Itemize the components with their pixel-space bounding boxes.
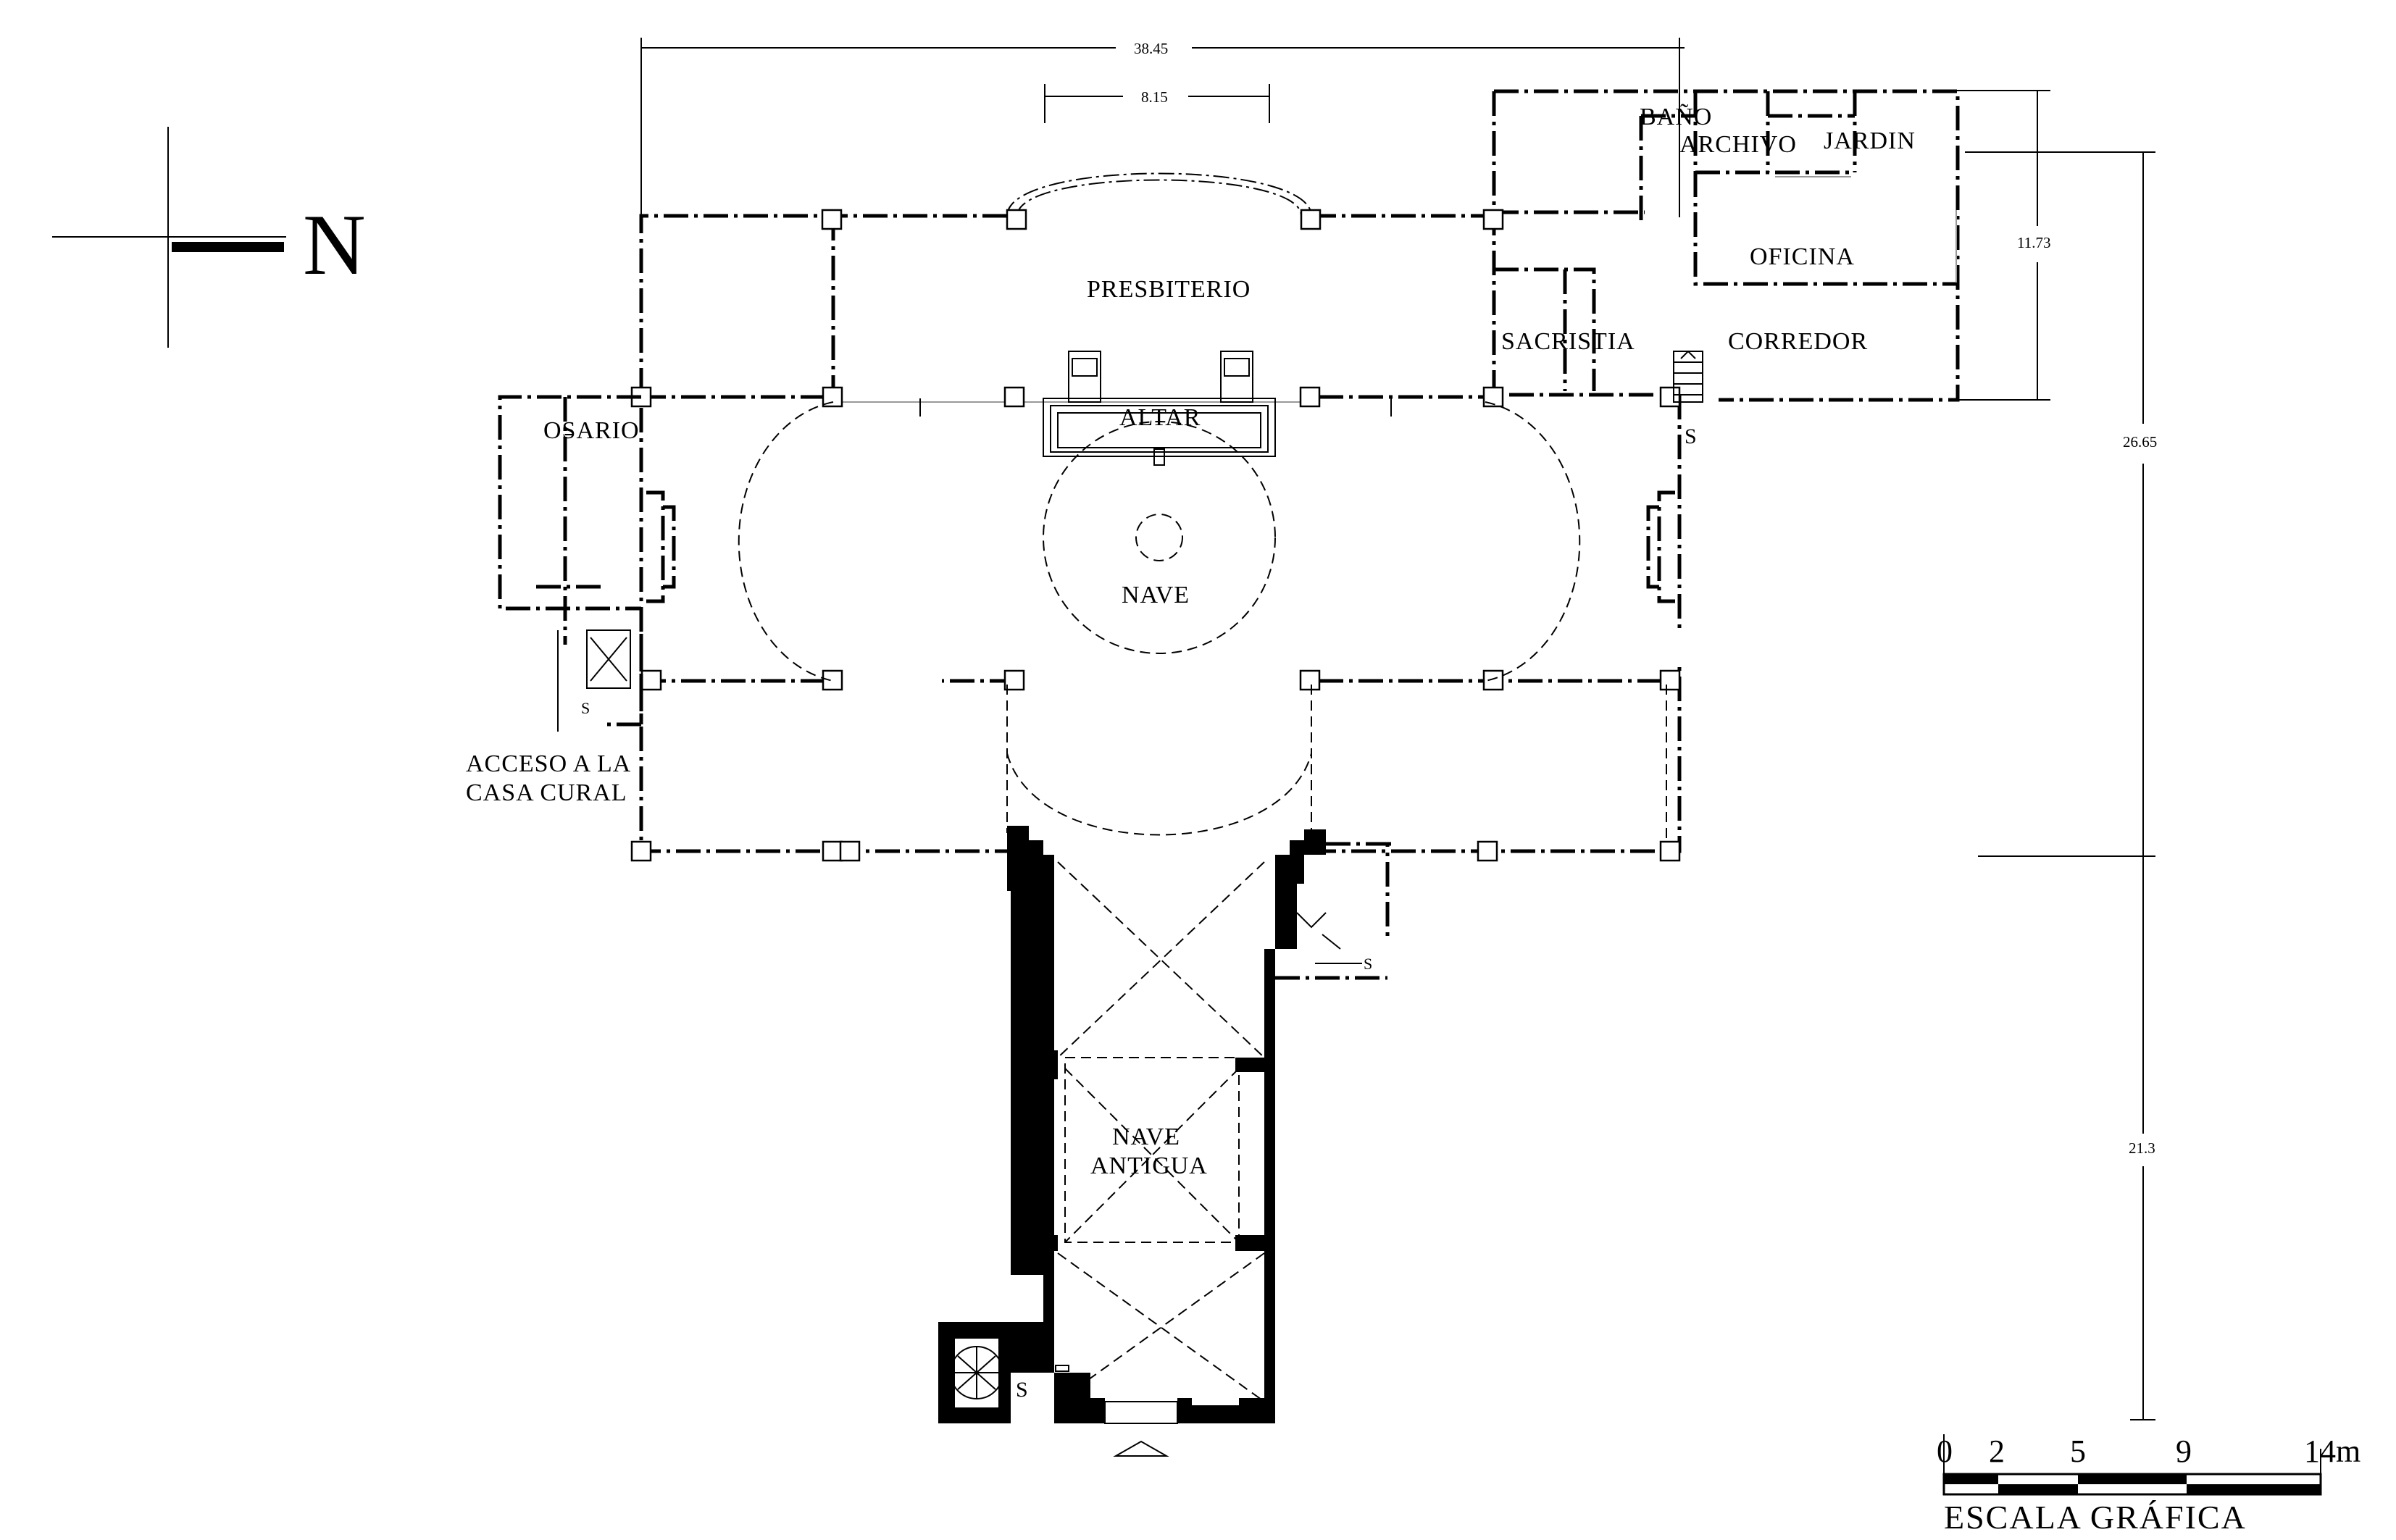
stair-mark-tower: S xyxy=(1016,1378,1029,1402)
graphic-scale: 0 2 5 9 14m ESCALA GRÁFICA xyxy=(1937,1434,2360,1536)
dim-apse-width: 8.15 xyxy=(1141,88,1168,106)
nave-columns xyxy=(630,386,1681,862)
scale-tick-14: 14m xyxy=(2304,1434,2360,1469)
scale-tick-9: 9 xyxy=(2176,1434,2192,1469)
label-nave: NAVE xyxy=(1122,582,1190,608)
stair-annex xyxy=(1673,350,1703,403)
stair-right-of-old-nave xyxy=(1275,842,1391,980)
dim-annex-depth: 11.73 xyxy=(2017,234,2050,251)
label-sacristia: SACRISTIA xyxy=(1501,328,1635,355)
label-corredor: CORREDOR xyxy=(1728,328,1868,355)
altar-platform xyxy=(1043,351,1276,466)
annex-outline xyxy=(1492,72,1960,402)
label-osario: OSARIO xyxy=(543,417,640,444)
label-nave-antigua-line2: ANTIGUA xyxy=(1090,1152,1208,1179)
stair-markers: S S S S xyxy=(581,424,1698,1402)
stair-mark-old-nave: S xyxy=(1364,955,1373,973)
main-nave-outline xyxy=(639,172,1682,853)
scale-tick-5: 5 xyxy=(2070,1434,2086,1469)
nave-arcs xyxy=(738,398,1667,840)
room-labels: BAÑO ARCHIVO JARDIN OFICINA SACRISTIA CO… xyxy=(466,104,1916,1179)
label-bano: BAÑO xyxy=(1640,104,1712,130)
scale-tick-2: 2 xyxy=(1989,1434,2005,1469)
label-oficina: OFICINA xyxy=(1750,243,1855,270)
label-altar: ALTAR xyxy=(1119,404,1201,431)
dim-overall-width: 38.45 xyxy=(1134,40,1168,57)
old-nave-walls xyxy=(938,826,1326,1457)
osario-outline xyxy=(498,395,643,732)
stair-mark-annex: S xyxy=(1685,424,1698,448)
label-acceso-line2: CASA CURAL xyxy=(466,779,627,806)
stair-mark-osario: S xyxy=(581,699,590,717)
label-jardin: JARDIN xyxy=(1824,127,1916,154)
lateral-niches xyxy=(646,490,1675,603)
dim-old-nave-depth: 21.3 xyxy=(2129,1139,2155,1157)
dimension-lines: 38.45 8.15 11.73 26.65 21.3 xyxy=(640,38,2157,1420)
label-acceso-line1: ACCESO A LA xyxy=(466,750,631,777)
label-nave-antigua-line1: NAVE xyxy=(1112,1123,1180,1150)
scale-title: ESCALA GRÁFICA xyxy=(1944,1499,2247,1536)
label-archivo: ARCHIVO xyxy=(1679,131,1797,158)
north-label: N xyxy=(303,196,366,293)
dim-nave-depth: 26.65 xyxy=(2123,433,2157,451)
north-arrow: N xyxy=(52,127,366,348)
label-presbiterio: PRESBITERIO xyxy=(1087,276,1251,303)
